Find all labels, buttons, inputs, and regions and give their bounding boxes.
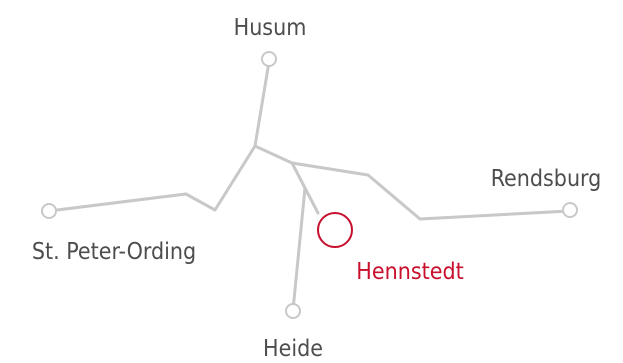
label-st-peter-ording: St. Peter-Ording bbox=[32, 239, 196, 265]
marker-husum bbox=[261, 51, 277, 67]
label-hennstedt: Hennstedt bbox=[356, 259, 463, 285]
town-markers bbox=[41, 51, 578, 319]
marker-rendsburg bbox=[562, 202, 578, 218]
marker-hennstedt bbox=[317, 212, 353, 248]
road-husum bbox=[253, 60, 271, 148]
road-heide bbox=[291, 186, 307, 312]
label-rendsburg: Rendsburg bbox=[491, 166, 602, 192]
road-trunk bbox=[253, 144, 294, 165]
road-st-peter-ording bbox=[47, 144, 257, 213]
marker-heide bbox=[285, 303, 301, 319]
label-husum: Husum bbox=[234, 15, 307, 41]
road-rendsburg bbox=[290, 161, 571, 221]
road-network bbox=[47, 60, 571, 312]
label-heide: Heide bbox=[263, 336, 323, 362]
marker-st-peter-ording bbox=[41, 203, 57, 219]
town-labels: Husum Rendsburg St. Peter-Ording Hennste… bbox=[32, 15, 601, 362]
